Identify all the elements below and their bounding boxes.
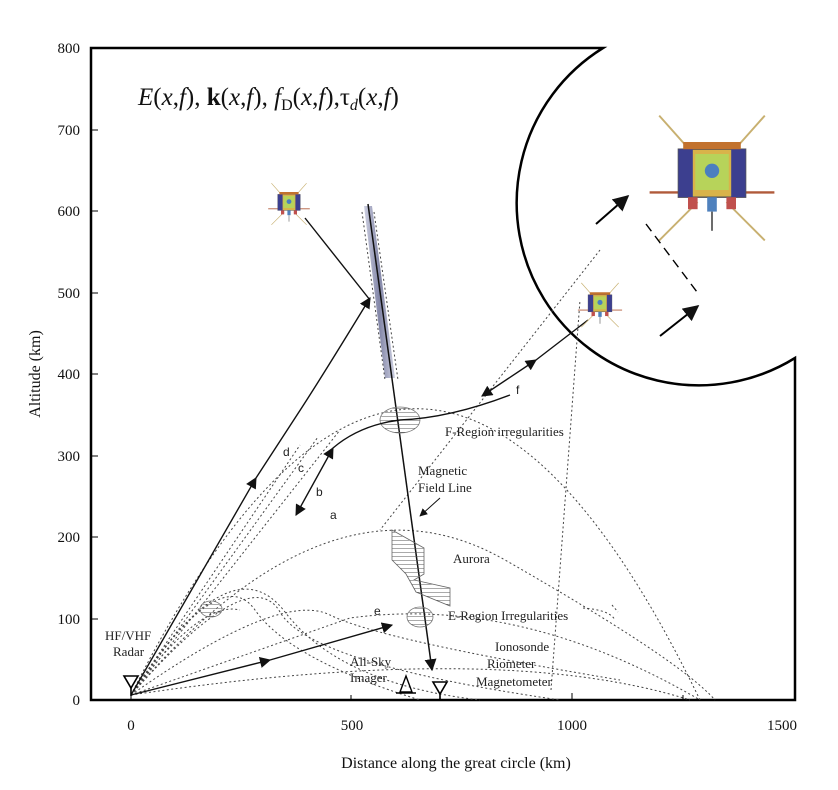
ytick-100: 100	[58, 612, 81, 628]
aurora-curtain	[391, 529, 451, 607]
ray-letter-d: d	[283, 445, 290, 459]
ytick-200: 200	[58, 530, 81, 546]
ionosonde-antenna-icon	[431, 681, 449, 700]
ray-letter-a: a	[330, 508, 337, 522]
e-region-label: E-Region Irregularities	[448, 608, 568, 623]
f-region-label: F-Region irregularities	[445, 424, 564, 439]
ytick-400: 400	[58, 367, 81, 383]
inset-arrow-upper	[595, 194, 630, 225]
satellite-zoom-icon	[648, 114, 776, 242]
y-tick-labels: 0 100 200 300 400 500 600 700 800	[58, 41, 81, 709]
instrument-label-riometer: Riometer	[487, 656, 536, 671]
ray-letter-f: f	[516, 383, 520, 397]
imager-label-1: All-Sky	[350, 654, 392, 669]
ytick-700: 700	[58, 123, 81, 139]
aurora-label: Aurora	[453, 551, 490, 566]
ytick-800: 800	[58, 41, 81, 57]
ray-letter-e: e	[374, 604, 381, 618]
inset-arrow-lower	[659, 305, 700, 337]
ytick-300: 300	[58, 449, 81, 465]
field-line-label-2: Field Line	[418, 480, 472, 495]
inset-dashed-segment	[645, 223, 701, 297]
ray-letter-c: c	[298, 461, 304, 475]
field-line-label-1: Magnetic	[418, 463, 467, 478]
plot-frame	[89, 46, 797, 702]
radar-label-2: Radar	[113, 644, 145, 659]
xtick-0: 0	[127, 718, 135, 734]
y-axis-label: Altitude (km)	[27, 330, 44, 418]
xtick-1000: 1000	[557, 718, 587, 734]
instrument-label-magnetometer: Magnetometer	[476, 674, 552, 689]
formula-title: E(x,f), k(x,f), fD(x,f),τd(x,f)	[137, 84, 399, 114]
low-e-blob	[199, 600, 223, 618]
e-region-blob	[406, 606, 434, 628]
ytick-600: 600	[58, 204, 81, 220]
magnetic-field-line	[361, 203, 437, 672]
radar-label-1: HF/VHF	[105, 628, 151, 643]
y-axis-ticks	[91, 47, 98, 620]
solid-rays	[130, 217, 589, 696]
ray-letter-b: b	[316, 485, 323, 499]
instrument-label-ionosonde: Ionosonde	[495, 639, 549, 654]
satellite-right-icon	[577, 282, 623, 328]
xtick-1500: 1500	[767, 718, 797, 734]
ytick-0: 0	[73, 693, 81, 709]
x-axis-label: Distance along the great circle (km)	[341, 755, 571, 772]
x-tick-labels: 0 500 1000 1500	[127, 718, 797, 734]
all-sky-imager-icon	[396, 674, 416, 694]
imager-label-2: Imager	[350, 670, 387, 685]
radar-antenna-icon	[122, 675, 140, 696]
dotted-ray-paths	[130, 249, 716, 701]
satellite-left-icon	[267, 182, 311, 226]
ytick-500: 500	[58, 286, 81, 302]
xtick-500: 500	[341, 718, 364, 734]
